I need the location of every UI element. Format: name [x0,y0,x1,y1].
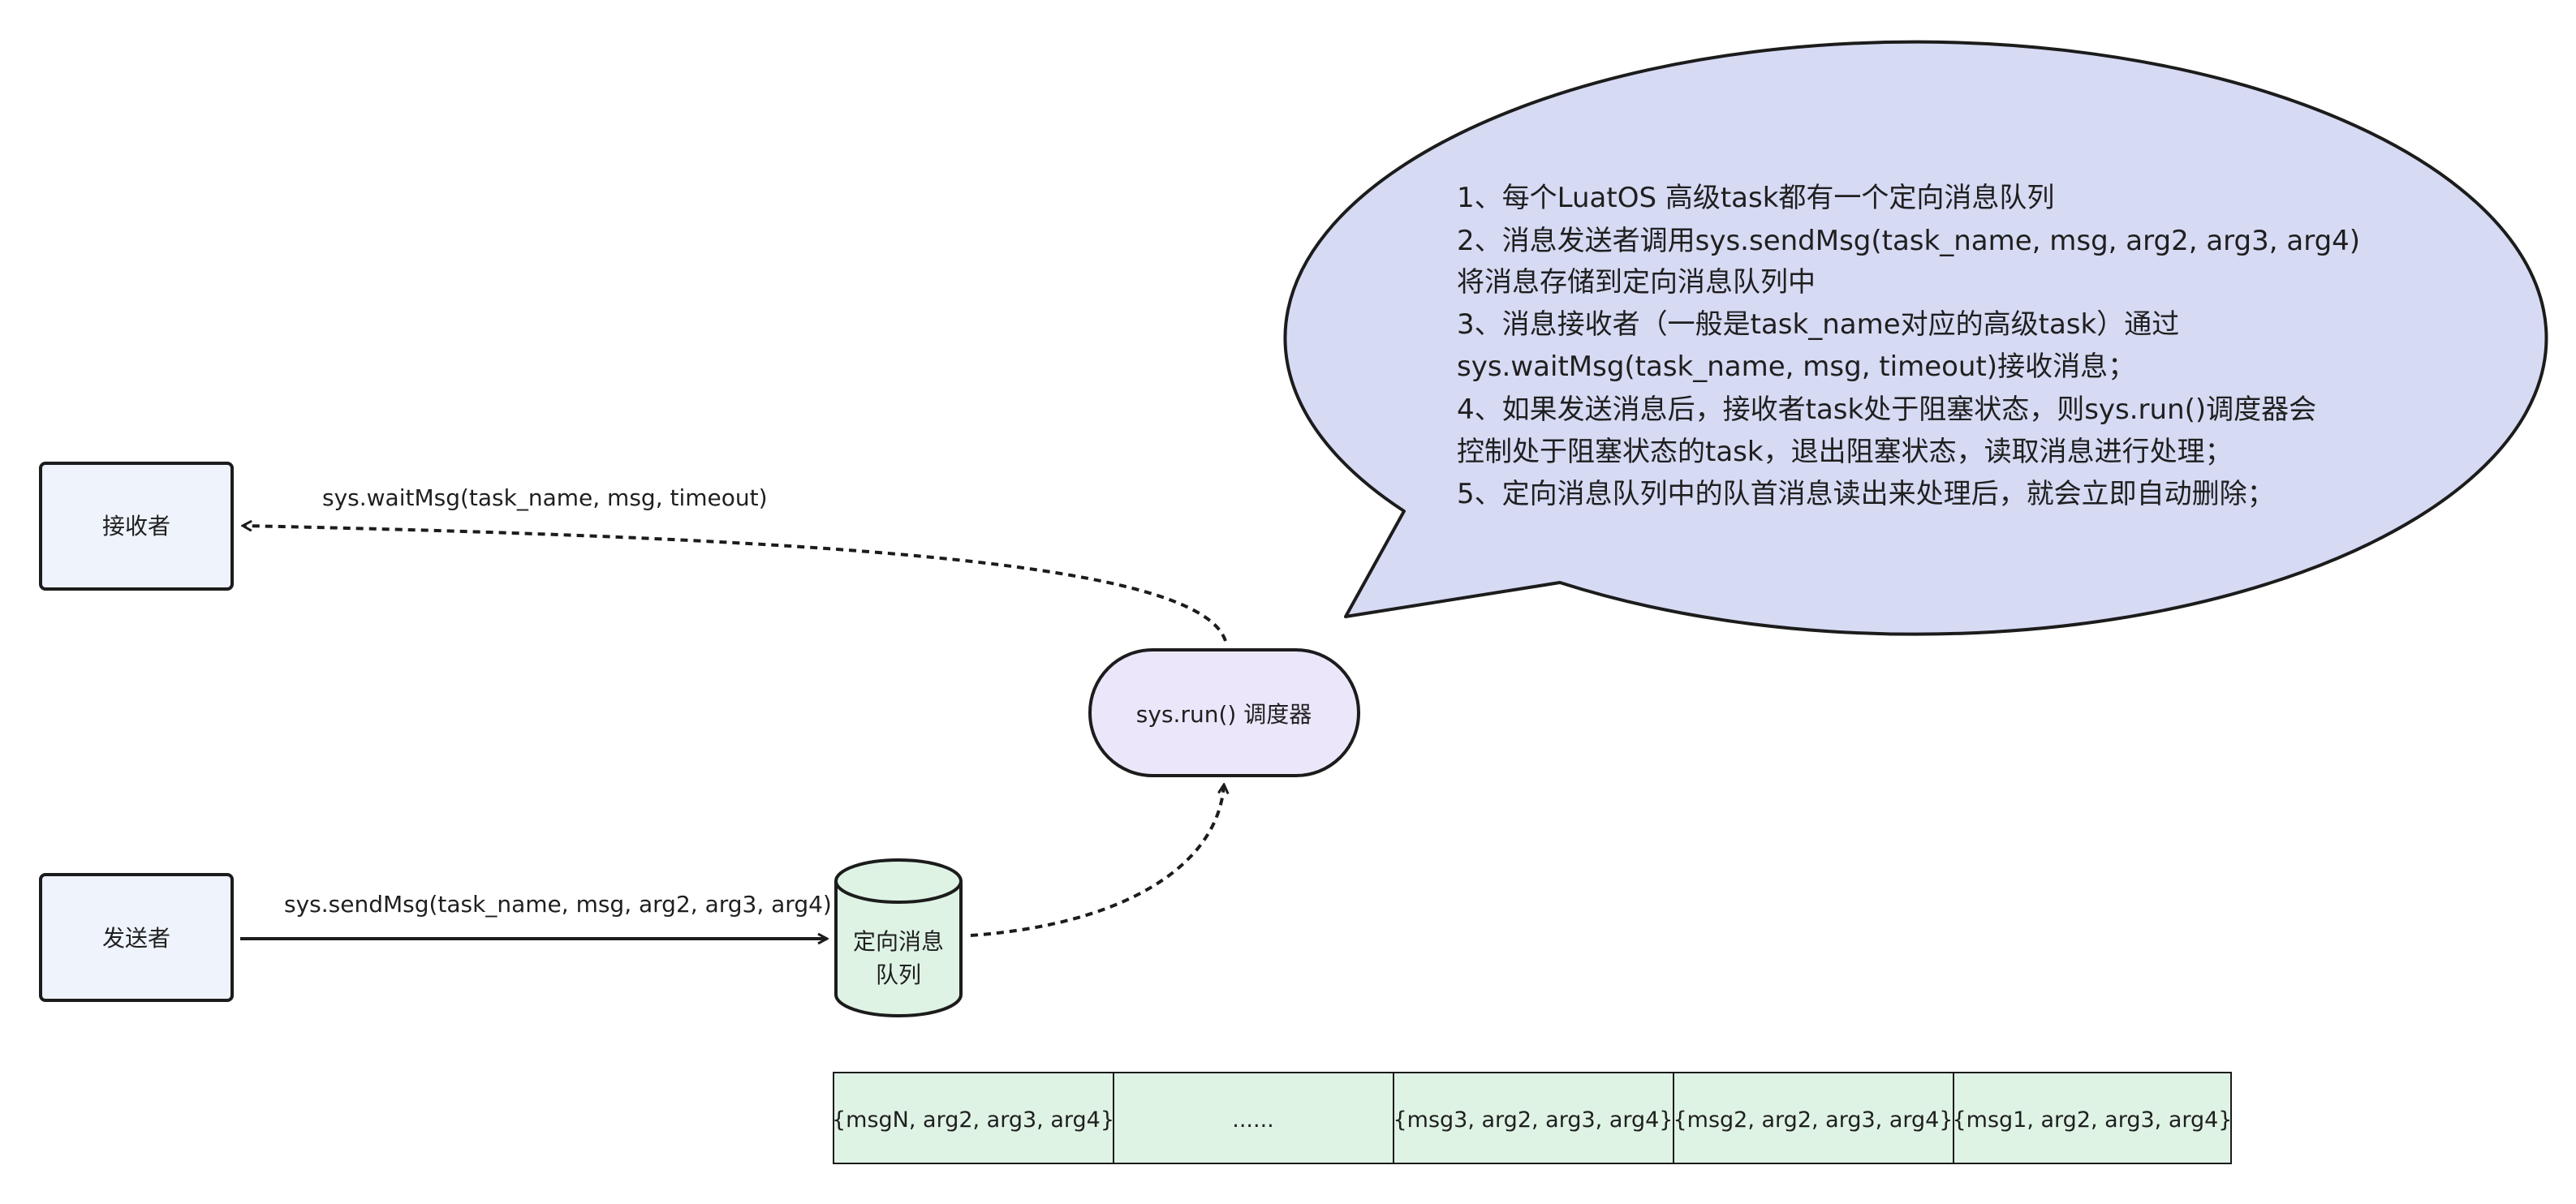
receiver-node: 接收者 [39,462,234,591]
note-bubble-shape [1283,40,2548,636]
receiver-label: 接收者 [102,513,170,540]
wait-msg-label: sys.waitMsg(task_name, msg, timeout) [322,484,768,511]
wait-msg-edge: sys.waitMsg(task_name, msg, timeout) [243,484,1227,642]
queue-cell-text: {msg1, arg2, arg3, arg4} [1952,1107,2232,1133]
note-line-8: 5、定向消息队列中的队首消息读出来处理后，就会立即自动删除； [1457,478,2275,510]
queue-cell [1953,1072,2232,1164]
queue-table: {msgN, arg2, arg3, arg4} ...... {msg3, a… [832,1072,2233,1164]
scheduler-label: sys.run() 调度器 [1136,701,1312,728]
queue-cell [1673,1072,1954,1164]
send-msg-label: sys.sendMsg(task_name, msg, arg2, arg3, … [284,891,832,918]
note-line-1: 1、每个LuatOS 高级task都有一个定向消息队列 [1457,182,2054,214]
sender-node: 发送者 [39,873,234,1002]
scheduler-node: sys.run() 调度器 [1088,648,1360,777]
queue-cell-text: {msg2, arg2, arg3, arg4} [1673,1107,1953,1133]
note-line-6: 4、如果发送消息后，接收者task处于阻塞状态，则sys.run()调度器会 [1457,393,2316,426]
send-msg-edge: sys.sendMsg(task_name, msg, arg2, arg3, … [240,891,832,939]
queue-cylinder: 定向消息 队列 [834,858,963,1017]
queue-cell [1393,1072,1674,1164]
note-line-2: 2、消息发送者调用sys.sendMsg(task_name, msg, arg… [1457,225,2360,257]
queue-label-line-2: 队列 [876,961,921,988]
note-line-5: sys.waitMsg(task_name, msg, timeout)接收消息… [1457,350,2135,383]
queue-cell-text: ...... [1232,1107,1274,1133]
note-text: 1、每个LuatOS 高级task都有一个定向消息队列 2、消息发送者调用sys… [1457,182,2369,510]
note-callout: 1、每个LuatOS 高级task都有一个定向消息队列 2、消息发送者调用sys… [1283,40,2548,636]
sender-label: 发送者 [102,925,170,952]
note-line-3: 将消息存储到定向消息队列中 [1457,266,1816,299]
queue-label-line-1: 定向消息 [853,928,944,955]
queue-cell [1113,1072,1394,1164]
queue-cell-text: {msg3, arg2, arg3, arg4} [1393,1107,1673,1133]
note-line-7: 控制处于阻塞状态的task，退出阻塞状态，读取消息进行处理； [1457,436,2233,468]
queue-to-scheduler-edge [970,785,1224,937]
queue-cell-text: {msgN, arg2, arg3, arg4} [832,1107,1114,1133]
note-line-4: 3、消息接收者（一般是task_name对应的高级task）通过 [1457,308,2179,341]
queue-cell [833,1072,1114,1164]
